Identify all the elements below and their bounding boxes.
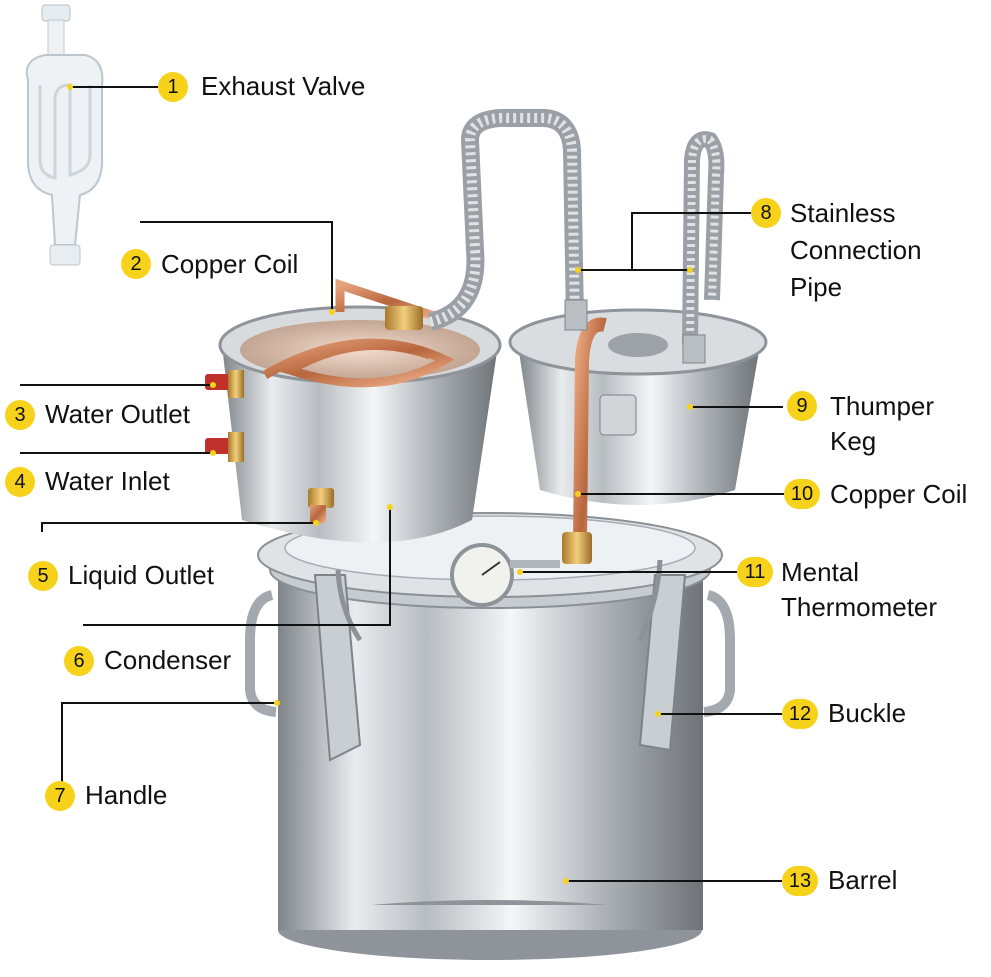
callout-11-label-line1: Mental — [781, 557, 860, 587]
callout-3-label: Water Outlet — [45, 399, 190, 429]
callout-3-badge: 3 — [5, 400, 35, 430]
callout-8-label-line1: Stainless — [790, 198, 896, 228]
callout-2-label: Copper Coil — [161, 249, 299, 279]
buckle-shapes — [313, 559, 687, 762]
leader-dots — [67, 84, 693, 884]
barrel-handles — [245, 590, 735, 717]
exhaust-valve-shape — [25, 4, 104, 266]
callout-8-badge: 8 — [751, 198, 781, 228]
callout-7-label: Handle — [85, 780, 168, 810]
callout-10-label: Copper Coil — [830, 479, 968, 509]
callout-5-badge: 5 — [28, 561, 58, 591]
leader-lines — [20, 86, 784, 882]
callout-1-badge: 1 — [158, 72, 188, 102]
callout-8-label-line2: Connection — [790, 235, 922, 265]
callout-13-label: Barrel — [828, 865, 898, 895]
callout-13-badge: 13 — [782, 866, 818, 896]
callout-1-label: Exhaust Valve — [201, 71, 366, 101]
callout-9-label-line1: Thumper — [830, 391, 935, 421]
callout-11-label-line2: Thermometer — [781, 592, 938, 622]
callout-10-badge: 10 — [784, 479, 820, 509]
callout-4-label: Water Inlet — [45, 466, 170, 496]
callout-12-badge: 12 — [782, 699, 818, 729]
condenser-shape — [218, 278, 502, 543]
callout-11-badge: 11 — [737, 557, 773, 587]
callout-9-label-line2: Keg — [830, 426, 877, 456]
callout-8-label-line3: Pipe — [790, 272, 843, 302]
thermometer-shape — [450, 543, 560, 607]
callout-4-badge: 4 — [5, 467, 35, 497]
connection-pipes — [427, 109, 725, 364]
callout-2-badge: 2 — [121, 249, 151, 279]
callout-9-badge: 9 — [787, 391, 817, 421]
callout-5-label: Liquid Outlet — [68, 560, 214, 590]
callout-6-label: Condenser — [104, 645, 232, 675]
callout-12-label: Buckle — [828, 698, 907, 728]
callout-7-badge: 7 — [45, 781, 75, 811]
callout-6-badge: 6 — [64, 646, 94, 676]
